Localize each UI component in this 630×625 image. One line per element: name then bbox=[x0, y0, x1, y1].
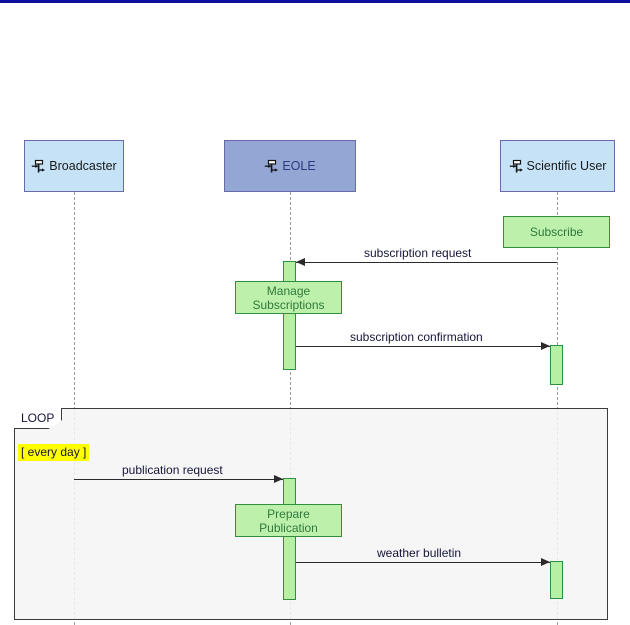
participant-icon bbox=[509, 159, 524, 174]
lifeline-label-broadcaster: Broadcaster bbox=[49, 158, 117, 173]
message-label-weather-bulletin: weather bulletin bbox=[377, 546, 462, 560]
lifeline-label-eole: EOLE bbox=[282, 158, 316, 173]
participant-icon bbox=[264, 159, 279, 174]
message-line-publication-request[interactable] bbox=[74, 479, 283, 480]
arrow-head-subscription-request bbox=[296, 257, 305, 266]
lifeline-head-eole[interactable]: EOLE bbox=[224, 140, 356, 192]
activation-bar-eole-1 bbox=[283, 261, 296, 370]
action-box-subscribe[interactable]: Subscribe bbox=[503, 216, 610, 248]
action-box-prepare-publication[interactable]: Prepare Publication bbox=[235, 504, 342, 537]
message-line-subscription-request[interactable] bbox=[296, 262, 557, 263]
arrow-head-weather-bulletin bbox=[541, 557, 550, 566]
participant-icon bbox=[31, 159, 46, 174]
message-label-publication-request: publication request bbox=[122, 463, 223, 477]
message-line-subscription-confirmation[interactable] bbox=[296, 346, 550, 347]
top-accent-bar bbox=[0, 0, 630, 3]
arrow-head-publication-request bbox=[274, 474, 283, 483]
message-label-subscription-confirmation: subscription confirmation bbox=[350, 330, 483, 344]
activation-bar-scientific-user-1 bbox=[550, 345, 563, 385]
arrow-head-subscription-confirmation bbox=[541, 341, 550, 350]
message-line-weather-bulletin[interactable] bbox=[296, 562, 550, 563]
lifeline-head-broadcaster[interactable]: Broadcaster bbox=[24, 140, 124, 192]
message-label-subscription-request: subscription request bbox=[364, 246, 472, 260]
lifeline-label-scientific-user: Scientific User bbox=[526, 158, 607, 173]
action-box-manage-subscriptions[interactable]: Manage Subscriptions bbox=[235, 281, 342, 314]
fragment-operator-label: LOOP bbox=[14, 408, 62, 429]
activation-bar-eole-2 bbox=[283, 478, 296, 600]
lifeline-head-scientific-user[interactable]: Scientific User bbox=[500, 140, 615, 192]
fragment-guard-condition: [ every day ] bbox=[18, 444, 90, 461]
activation-bar-scientific-user-2 bbox=[550, 561, 563, 599]
